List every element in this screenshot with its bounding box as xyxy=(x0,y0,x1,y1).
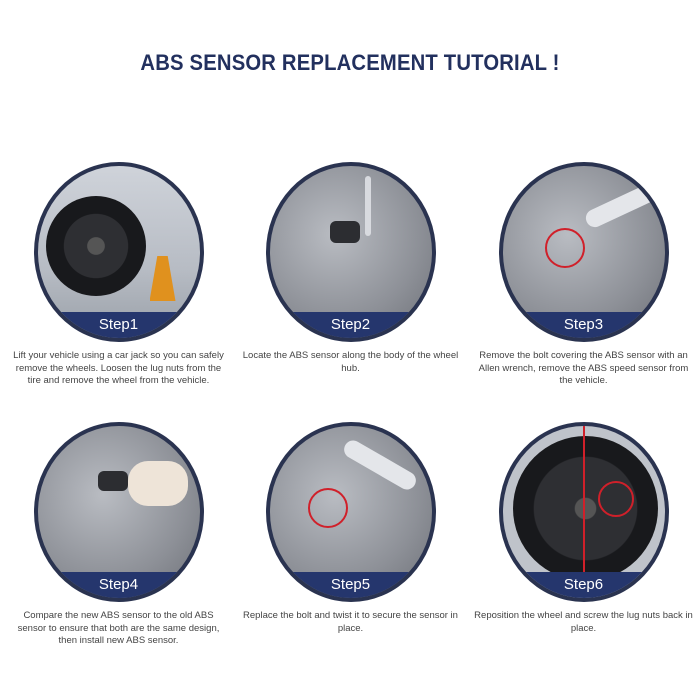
car-jack-icon xyxy=(149,256,176,301)
step-5-description: Replace the bolt and twist it to secure … xyxy=(243,610,458,634)
hand-icon xyxy=(127,461,188,506)
page-title: ABS SENSOR REPLACEMENT TUTORIAL ! xyxy=(140,50,560,75)
step-2-label: Step2 xyxy=(269,312,432,338)
wrench-icon xyxy=(582,179,663,231)
divider-line xyxy=(582,426,585,586)
step-5-label: Step5 xyxy=(269,572,432,598)
step-1-illustration: Step1 xyxy=(33,162,204,342)
step-1: Step1 Lift your vehicle using a car jack… xyxy=(2,162,235,388)
step-4-description: Compare the new ABS sensor to the old AB… xyxy=(17,610,220,646)
highlight-circle-icon xyxy=(597,481,634,517)
highlight-circle-icon xyxy=(307,488,348,528)
step-4-illustration: Step4 xyxy=(33,422,204,602)
step-6-illustration: Step6 xyxy=(498,422,669,602)
step-1-description: Lift your vehicle using a car jack so yo… xyxy=(13,350,224,386)
step-2-description: Locate the ABS sensor along the body of … xyxy=(242,350,459,374)
step-3-illustration: Step3 xyxy=(498,162,669,342)
step-3: Step3 Remove the bolt covering the ABS s… xyxy=(467,162,700,388)
abs-sensor-icon xyxy=(329,221,360,243)
step-5: Step5 Replace the bolt and twist it to s… xyxy=(234,422,467,635)
step-4-label: Step4 xyxy=(37,572,200,598)
wheel-icon xyxy=(512,436,658,581)
step-4: Step4 Compare the new ABS sensor to the … xyxy=(2,422,235,648)
step-6-label: Step6 xyxy=(502,572,665,598)
step-2-illustration: Step2 xyxy=(265,162,436,342)
step-5-illustration: Step5 xyxy=(265,422,436,602)
step-3-description: Remove the bolt covering the ABS sensor … xyxy=(478,350,689,386)
step-3-label: Step3 xyxy=(502,312,665,338)
step-6: Step6 Reposition the wheel and screw the… xyxy=(467,422,700,635)
step-6-description: Reposition the wheel and screw the lug n… xyxy=(474,610,693,634)
abs-sensor-icon xyxy=(97,471,128,491)
wrench-icon xyxy=(340,437,419,493)
wheel-icon xyxy=(45,196,146,296)
highlight-circle-icon xyxy=(544,228,585,268)
step-2: Step2 Locate the ABS sensor along the bo… xyxy=(234,162,467,375)
step-1-label: Step1 xyxy=(37,312,200,338)
sensor-cable xyxy=(364,176,371,236)
